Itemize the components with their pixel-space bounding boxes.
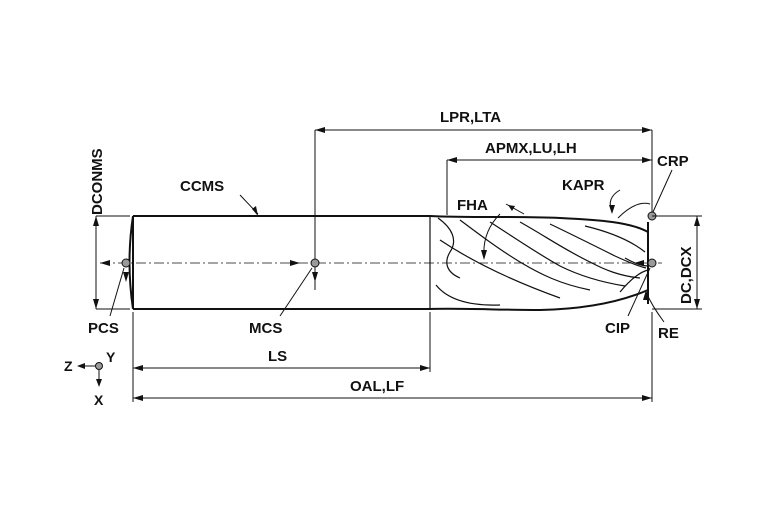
- label-cip: CIP: [605, 320, 630, 337]
- label-dc-dcx: DC,DCX: [678, 246, 695, 304]
- label-axis-y: Y: [106, 349, 116, 365]
- label-axis-x: X: [94, 392, 104, 408]
- label-oal-lf: OAL,LF: [350, 378, 404, 395]
- label-lpr-lta: LPR,LTA: [440, 109, 501, 126]
- label-ccms: CCMS: [180, 178, 224, 195]
- label-apmx-lu-lh: APMX,LU,LH: [485, 140, 577, 157]
- label-fha: FHA: [457, 197, 488, 214]
- dim-dconms: [93, 215, 130, 310]
- pcs-point: [121, 258, 131, 268]
- shank: [128, 215, 431, 310]
- axis-indicator: [77, 362, 103, 387]
- dim-dc-dcx: [652, 215, 702, 310]
- label-ls: LS: [268, 348, 287, 365]
- mcs-point: [310, 258, 320, 268]
- label-dconms: DCONMS: [89, 148, 106, 215]
- label-kapr: KAPR: [562, 177, 605, 194]
- label-mcs: MCS: [249, 320, 282, 337]
- label-re: RE: [658, 325, 679, 342]
- flute-section: [429, 215, 649, 312]
- label-pcs: PCS: [88, 320, 119, 337]
- dim-apmx: [446, 157, 652, 215]
- label-axis-z: Z: [64, 358, 73, 374]
- label-crp: CRP: [657, 153, 689, 170]
- cip-point: [647, 258, 657, 268]
- dim-oal-lf: [133, 312, 653, 402]
- dim-ls: [132, 312, 431, 402]
